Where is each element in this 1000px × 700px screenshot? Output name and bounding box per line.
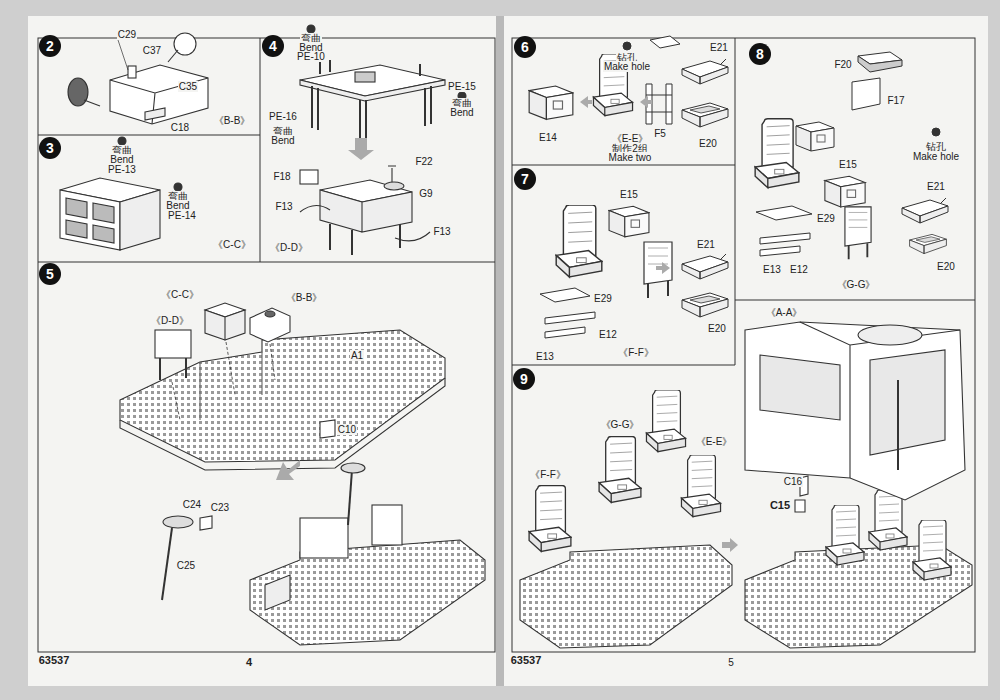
part-label: 《A-A》 [765,307,804,318]
step-number: 9 [513,368,535,390]
step-number-text: 6 [521,39,529,55]
part-label: Make hole [912,151,960,162]
part-label: F17 [886,95,905,106]
part-label: G9 [418,188,433,199]
part-label: F13 [274,201,293,212]
part-label: E15 [619,189,639,200]
part-label: E20 [698,138,718,149]
part-label: 《B-B》 [213,115,252,126]
part-label: E12 [789,264,809,275]
part-label: E29 [593,293,613,304]
part-label: PE-16 [268,111,298,122]
part-label: E12 [598,329,618,340]
part-label: E20 [707,323,727,334]
part-label: C24 [182,499,202,510]
part-label: F20 [833,59,852,70]
part-label: 《C-C》 [212,239,252,250]
step-number-text: 9 [520,371,528,387]
part-label: C23 [210,502,230,513]
part-label: E20 [936,261,956,272]
part-label: PE-14 [167,210,197,221]
part-label: Make two [608,152,653,163]
part-label: E29 [816,213,836,224]
part-label: Make hole [603,61,651,72]
part-label: PE-13 [107,164,137,175]
step-number: 4 [262,35,284,57]
part-label: 《D-D》 [269,242,309,253]
page-number: 63537 [38,654,71,666]
page-number: C15 [769,499,791,511]
page-number: 4 [245,656,253,668]
part-label: E21 [926,181,946,192]
part-label: 《C-C》 [160,289,200,300]
part-label: 《B-B》 [285,292,324,303]
part-label: A1 [350,350,364,361]
step-number-text: 2 [46,38,54,54]
part-label: E15 [838,159,858,170]
step-number-text: 3 [46,140,54,156]
part-label: F18 [272,171,291,182]
part-label: F5 [653,128,667,139]
part-label: C25 [176,560,196,571]
step-number: 5 [39,263,61,285]
part-label: C35 [178,81,198,92]
part-label: E13 [535,351,555,362]
step-number: 6 [514,36,536,58]
step-number: 8 [749,43,771,65]
part-label: PE-10 [296,51,326,62]
step-number-text: 7 [521,171,529,187]
part-label: E21 [696,239,716,250]
page-number: 63537 [510,654,543,666]
part-label: F13 [432,226,451,237]
part-label: C16 [783,476,803,487]
part-label: F22 [414,156,433,167]
step-number: 7 [514,168,536,190]
part-label: E14 [538,132,558,143]
part-label: 《E-E》 [695,436,734,447]
part-label: C37 [142,45,162,56]
step-number-text: 4 [269,38,277,54]
part-label: C10 [337,424,357,435]
step-number-text: 8 [756,46,764,62]
part-label: E21 [709,42,729,53]
part-label: 《D-D》 [150,315,190,326]
part-label: C29 [117,29,137,40]
part-label: Bend [270,135,295,146]
part-label: 《G-G》 [836,279,877,290]
part-label: Bend [449,107,474,118]
step-number: 3 [39,137,61,159]
part-label: 《G-G》 [600,419,641,430]
part-label: 5 [727,657,735,668]
part-label: 《F-F》 [617,347,655,358]
part-label: PE-15 [447,81,477,92]
part-label: E13 [762,264,782,275]
step-number-text: 5 [46,266,54,282]
part-label: 《F-F》 [529,469,567,480]
step-number: 2 [39,35,61,57]
part-label: C18 [170,122,190,133]
